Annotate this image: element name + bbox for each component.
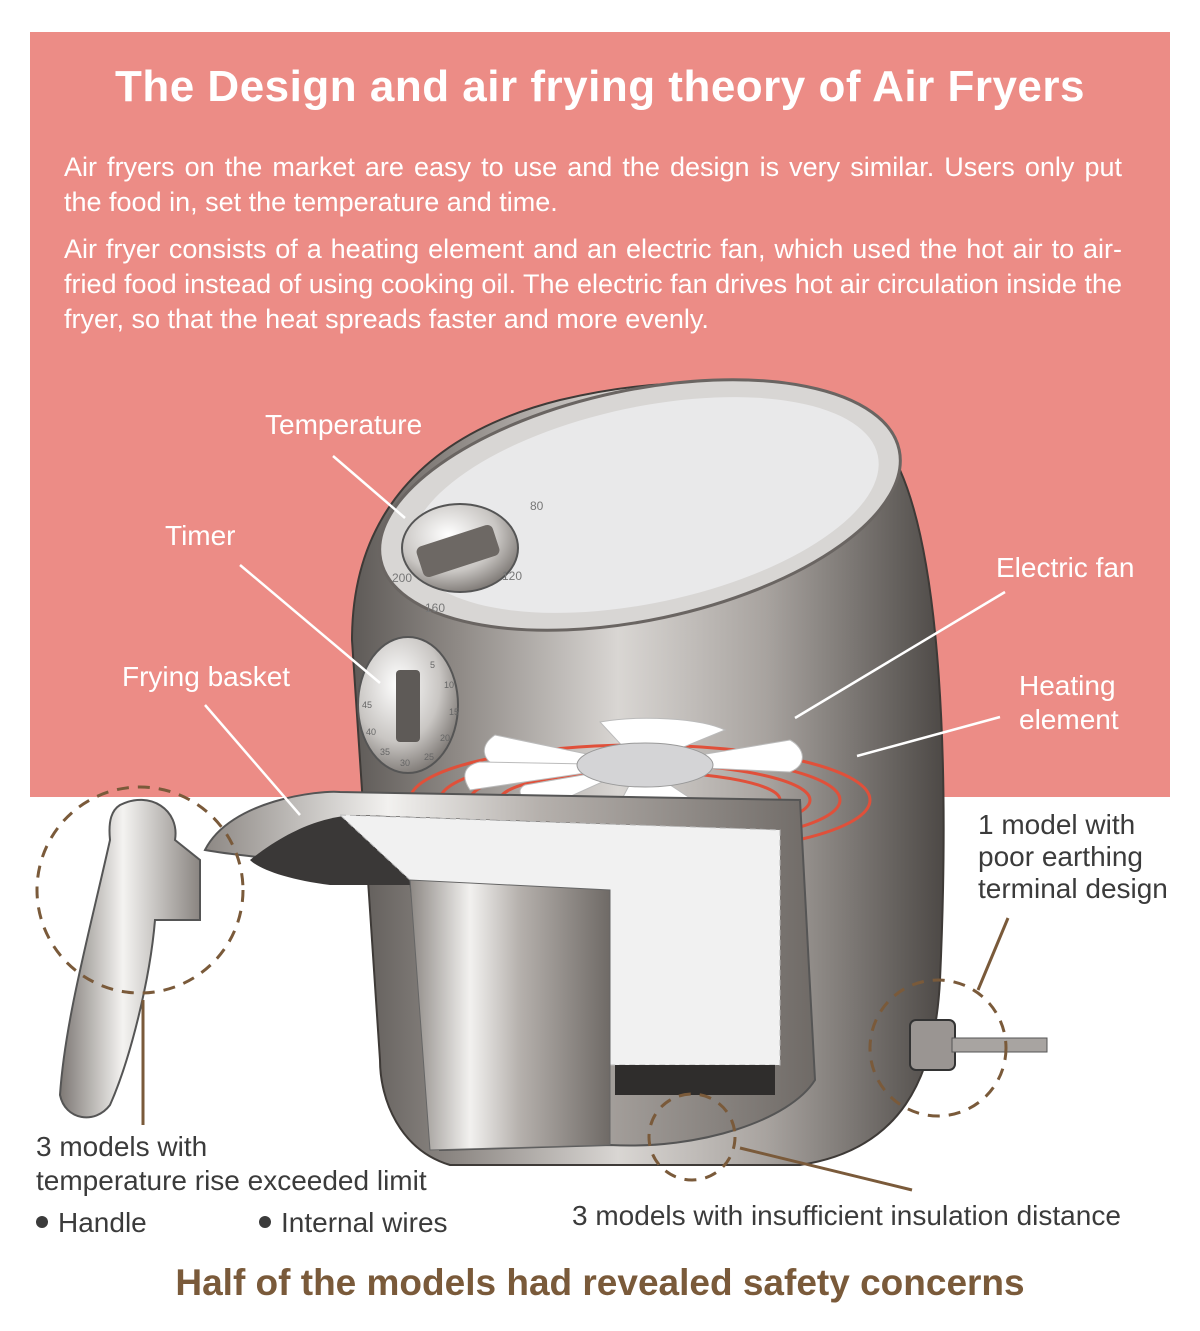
concern-circles (35, 785, 1008, 1182)
finding-earthing-line1: 1 model with (978, 809, 1136, 840)
timer-mark-30: 30 (400, 758, 410, 768)
frying-basket (203, 790, 817, 1152)
timer-mark-45: 45 (362, 700, 372, 710)
timer-mark-35: 35 (380, 747, 390, 757)
handle-concern-circle (35, 785, 245, 995)
timer-mark-40: 40 (366, 727, 376, 737)
temp-mark-160: 160 (425, 601, 445, 615)
label-heating-line1: Heating (1019, 670, 1116, 701)
label-frying-basket: Frying basket (122, 661, 291, 692)
timer-mark-15: 15 (449, 707, 459, 717)
finding-earthing-line3: terminal design (978, 873, 1168, 904)
intro-paragraph-1: Air fryers on the market are easy to use… (64, 152, 1122, 217)
insulation-concern-circle (647, 1092, 737, 1182)
bullet-internal-wires: Internal wires (281, 1207, 448, 1238)
timer-dial: 5 10 15 20 25 30 35 40 45 (357, 636, 459, 774)
bullet-dot-handle (36, 1216, 48, 1228)
label-heating-line2: element (1019, 704, 1119, 735)
timer-mark-10: 10 (444, 680, 454, 690)
earthing-concern-circle (868, 978, 1008, 1118)
temp-mark-120: 120 (502, 569, 522, 583)
finding-temp-rise-line2: temperature rise exceeded limit (36, 1165, 427, 1196)
finding-leader-lines (141, 917, 1010, 1192)
lid-glass (411, 397, 879, 613)
temperature-dial: 80 120 160 200 (392, 499, 544, 615)
bullet-handle: Handle (58, 1207, 147, 1238)
basket-handle (58, 799, 201, 1119)
label-electric-fan: Electric fan (996, 552, 1135, 583)
temp-mark-200: 200 (392, 571, 412, 585)
page-title: The Design and air frying theory of Air … (114, 62, 1085, 111)
timer-mark-25: 25 (424, 752, 434, 762)
power-cord-plug (909, 1019, 1048, 1071)
timer-mark-5: 5 (430, 660, 435, 670)
finding-earthing-line2: poor earthing (978, 841, 1144, 872)
label-timer: Timer (165, 520, 236, 551)
label-temperature: Temperature (265, 409, 423, 440)
intro-paragraph-2: Air fryer consists of a heating element … (64, 234, 1122, 334)
bullet-dot-wires (259, 1216, 271, 1228)
finding-temp-rise-line1: 3 models with (36, 1131, 208, 1162)
temp-mark-80: 80 (530, 499, 544, 513)
leader-lines (204, 455, 1006, 816)
finding-insulation: 3 models with insufficient insulation di… (572, 1200, 1121, 1231)
timer-mark-20: 20 (440, 733, 450, 743)
conclusion-title: Half of the models had revealed safety c… (175, 1262, 1025, 1303)
